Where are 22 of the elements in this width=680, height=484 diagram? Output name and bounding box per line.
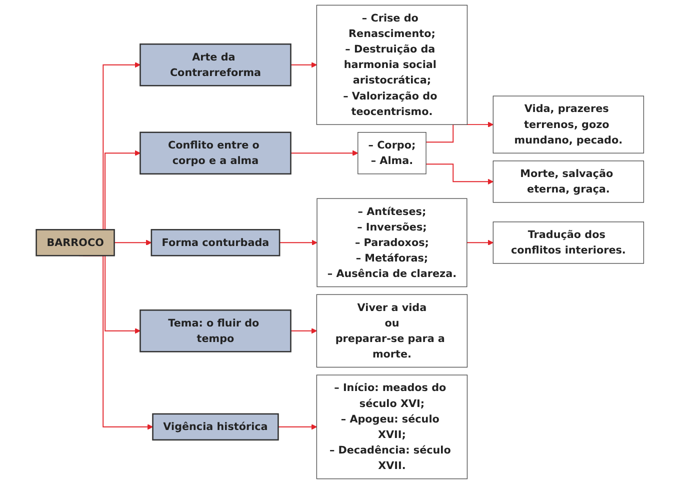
node-box: Vigência histórica (152, 413, 279, 441)
node-box: – Antíteses; – Inversões; – Paradoxos; – Metáforas; – Ausência de clareza. (316, 198, 468, 288)
node-box: – Início: meados do século XVI; – Apogeu: século XVII; – Decadência: século XVII. (316, 374, 468, 480)
node-box: Tema: o fluir do tempo (140, 309, 292, 352)
arrow (114, 240, 152, 246)
node-box: Viver a vida ou preparar-se para a morte. (316, 294, 468, 368)
node-box: Arte da Contrarreforma (140, 43, 292, 86)
node-box: Tradução dos conflitos interiores. (492, 222, 644, 264)
node-box: Conflito entre o corpo e a alma (140, 132, 292, 175)
arrow (466, 240, 494, 246)
arrow (290, 150, 358, 156)
arrow (278, 424, 317, 430)
node-box: Morte, salvação eterna, graça. (492, 160, 644, 203)
arrow (279, 240, 318, 246)
arrow (290, 62, 317, 68)
node-box: – Corpo; – Alma. (358, 132, 426, 174)
node-box: Vida, prazeres terrenos, gozo mundano, pecado. (492, 96, 644, 154)
node-box: BARROCO (36, 229, 115, 256)
node-box: Forma conturbada (150, 229, 280, 256)
arrow (426, 164, 494, 185)
node-box: – Crise do Renascimento; – Destruição da harmonia social aristocrática; – Valorização do teocentrismo. (316, 4, 468, 125)
arrow (290, 328, 317, 334)
